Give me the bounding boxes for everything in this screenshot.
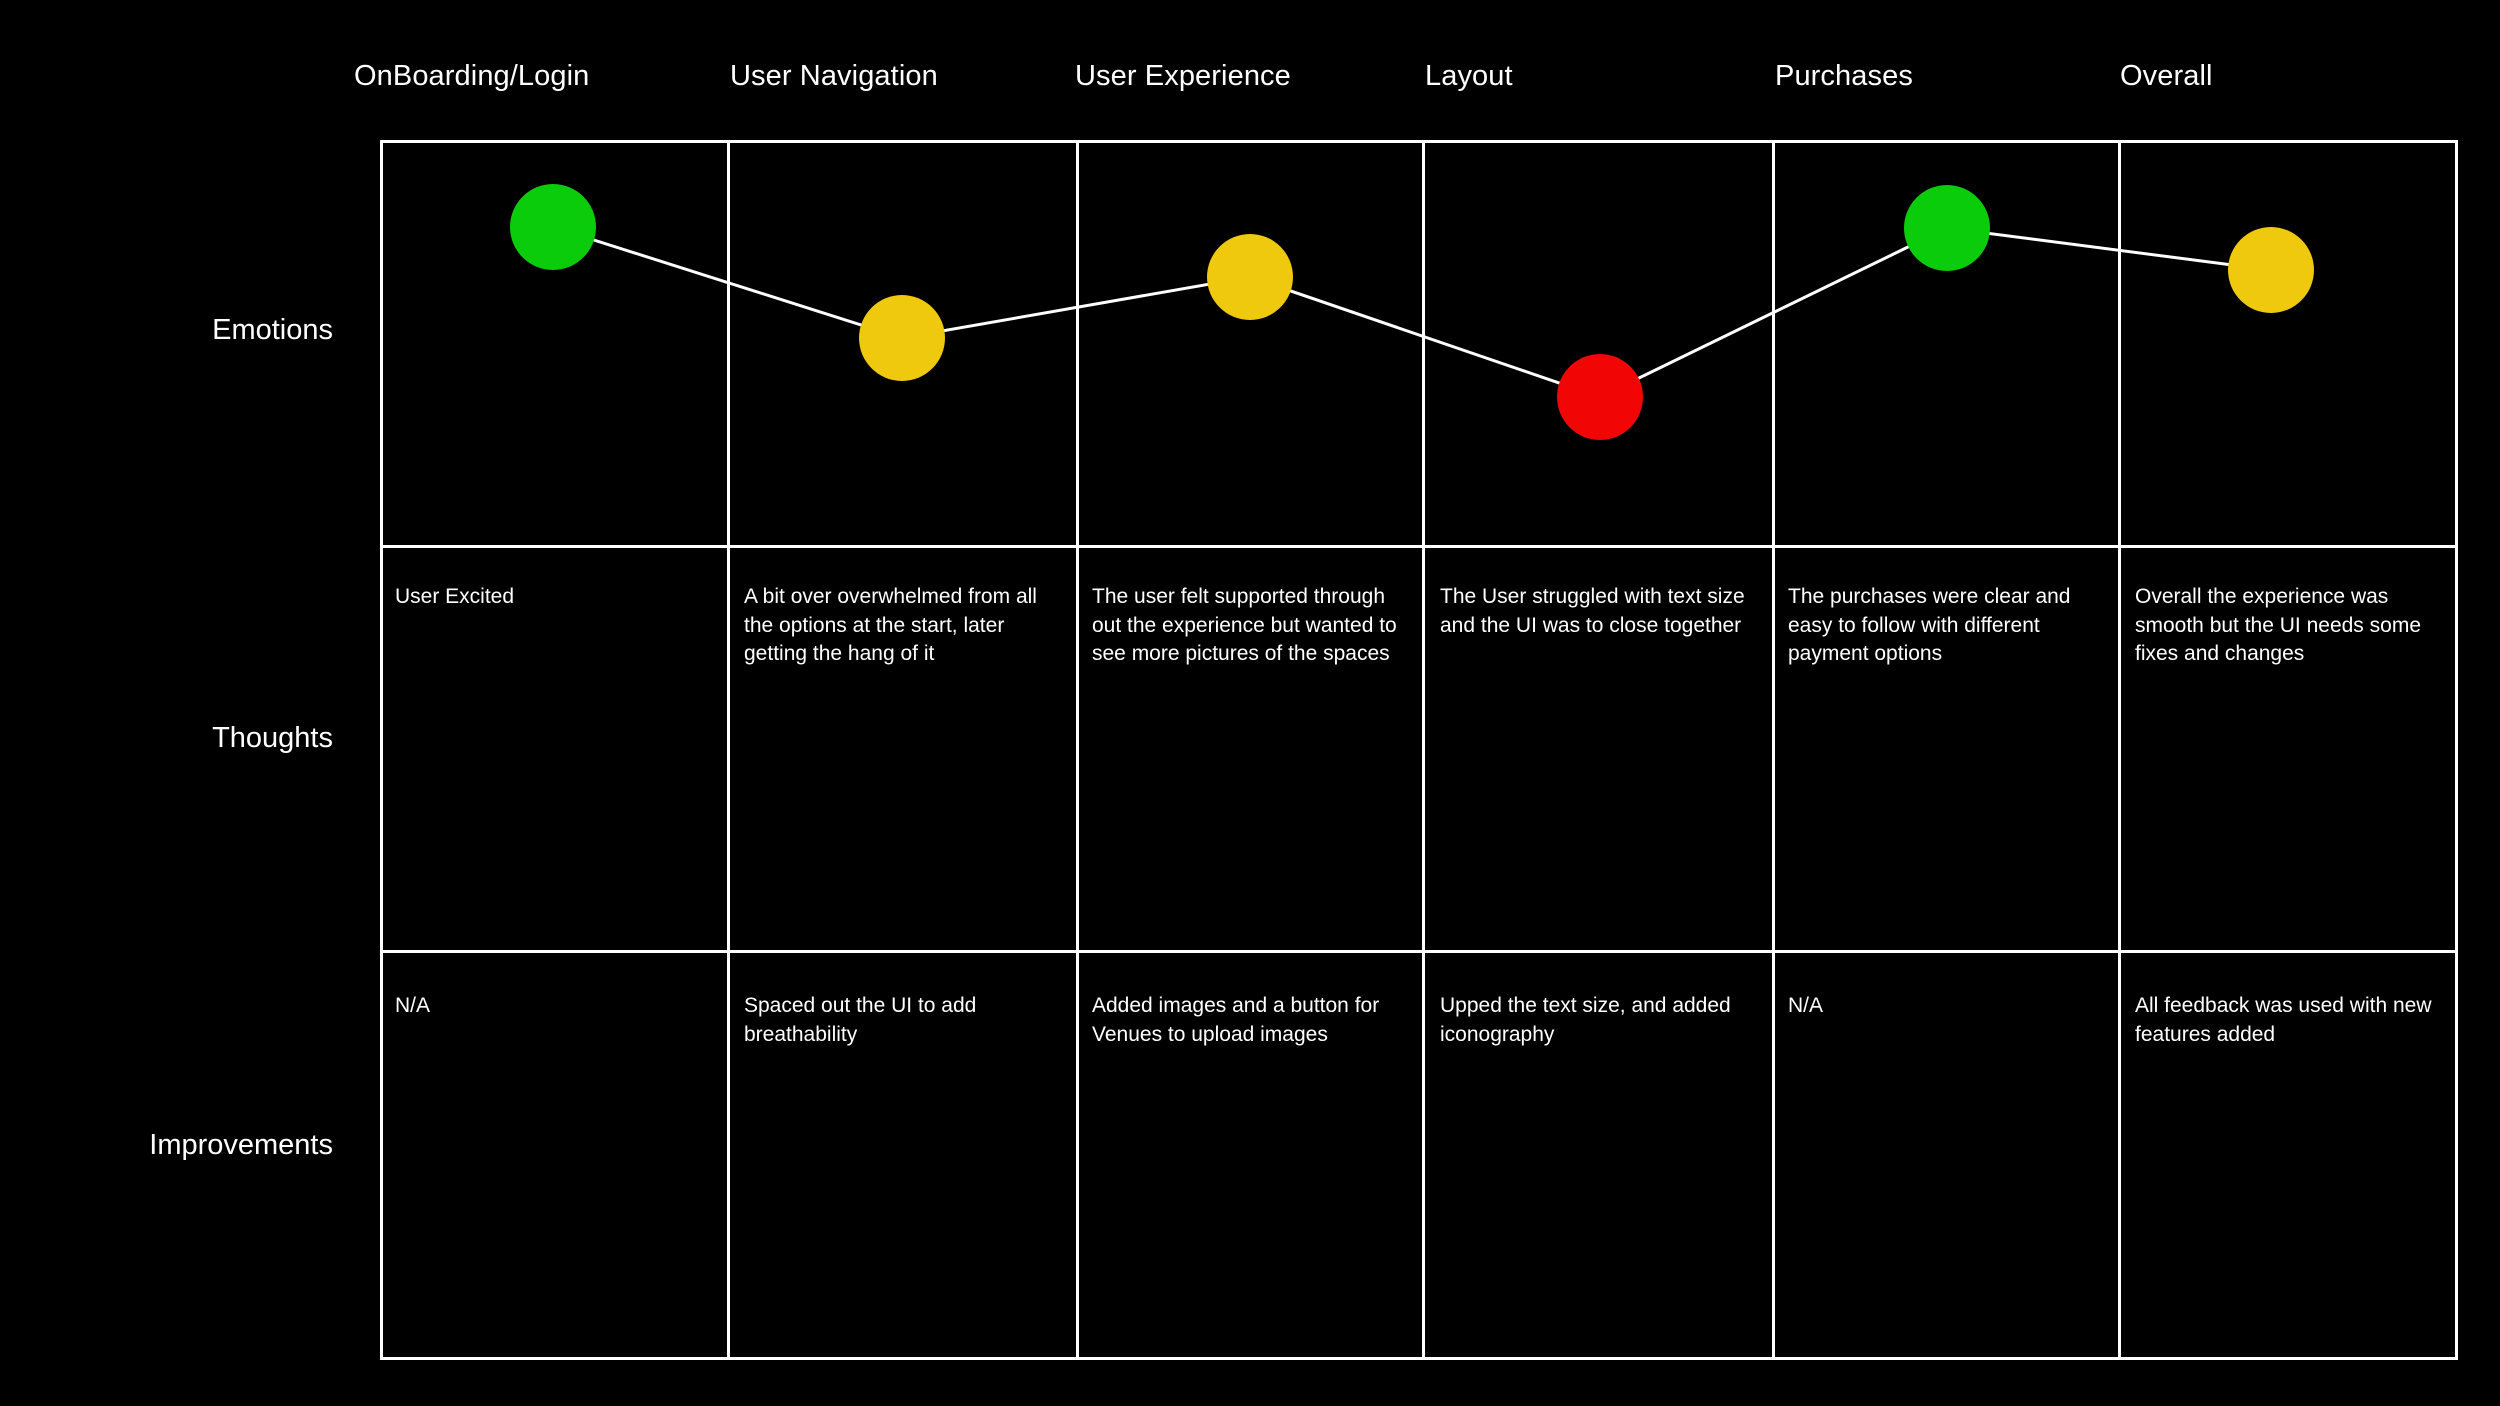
grid-vline-3 (1422, 143, 1425, 1357)
grid-vline-1 (727, 143, 730, 1357)
thoughts-cell-layout[interactable]: The User struggled with text size and th… (1440, 585, 1745, 637)
grid-hline-2 (383, 950, 2455, 953)
thoughts-cell-overall[interactable]: Overall the experience was smooth but th… (2135, 585, 2421, 665)
column-header-purchases: Purchases (1775, 60, 1913, 92)
grid-vline-5 (2118, 143, 2121, 1357)
row-label-thoughts: Thoughts (212, 722, 333, 754)
improvements-cell-overall[interactable]: All feedback was used with new features … (2135, 994, 2432, 1046)
column-header-user-navigation: User Navigation (730, 60, 938, 92)
improvements-cell-user-navigation[interactable]: Spaced out the UI to add breathability (744, 994, 977, 1046)
journey-grid (380, 140, 2458, 1360)
grid-vline-4 (1772, 143, 1775, 1357)
grid-hline-1 (383, 545, 2455, 548)
column-header-overall: Overall (2120, 60, 2213, 92)
thoughts-cell-purchases[interactable]: The purchases were clear and easy to fol… (1788, 585, 2071, 665)
improvements-cell-purchases[interactable]: N/A (1788, 994, 1824, 1017)
row-label-improvements: Improvements (149, 1129, 333, 1161)
thoughts-cell-user-navigation[interactable]: A bit over overwhelmed from all the opti… (744, 585, 1037, 665)
row-label-emotions: Emotions (212, 314, 333, 346)
column-header-user-experience: User Experience (1075, 60, 1291, 92)
thoughts-cell-onboarding-login[interactable]: User Excited (395, 585, 515, 608)
improvements-cell-user-experience[interactable]: Added images and a button for Venues to … (1092, 994, 1380, 1046)
column-header-onboarding-login: OnBoarding/Login (354, 60, 590, 92)
grid-vline-2 (1076, 143, 1079, 1357)
improvements-cell-onboarding-login[interactable]: N/A (395, 994, 431, 1017)
column-header-row: OnBoarding/Login User Navigation User Ex… (354, 55, 2458, 115)
column-header-layout: Layout (1425, 60, 1513, 92)
improvements-cell-layout[interactable]: Upped the text size, and added iconograp… (1440, 994, 1731, 1046)
thoughts-cell-user-experience[interactable]: The user felt supported through out the … (1092, 585, 1397, 665)
